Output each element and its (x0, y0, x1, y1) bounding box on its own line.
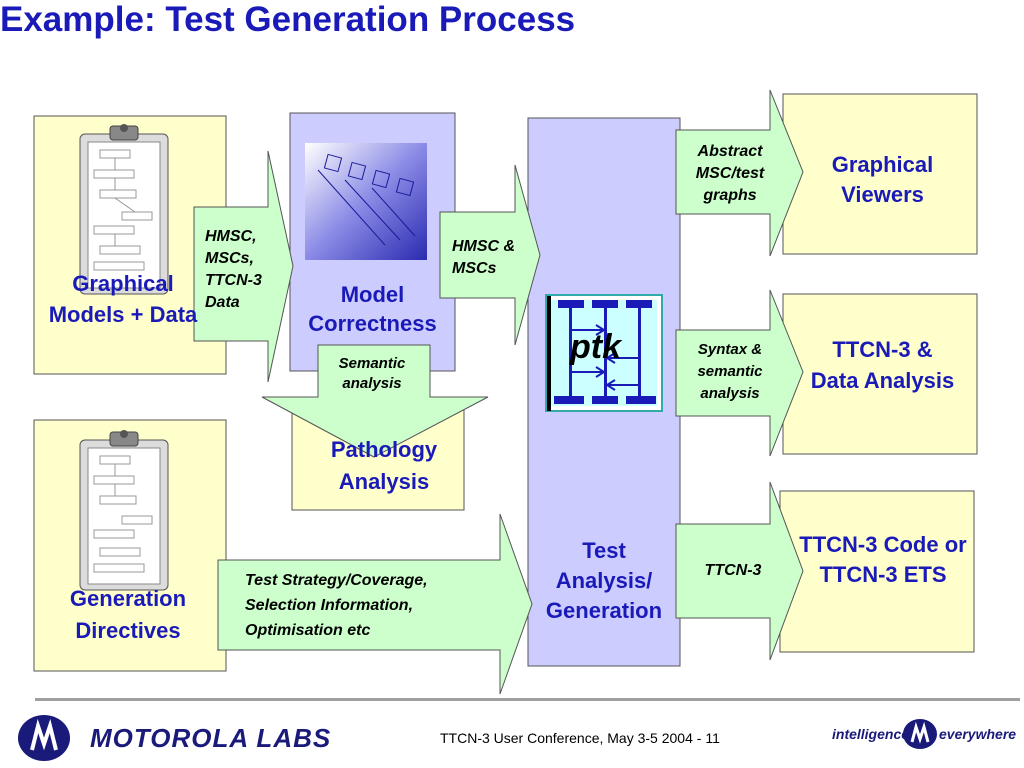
arrow-abstract-msc (675, 89, 804, 257)
ttcn3-data-box (782, 293, 978, 455)
arrow-semantic-label: Semantic analysis (338, 355, 406, 392)
ptk-logo-text: ptk (570, 328, 621, 366)
arrow-abstract-msc-label: Abstract MSC/test graphs (695, 143, 765, 204)
footer-conference: TTCN-3 User Conference, May 3-5 2004 - 1… (440, 730, 720, 746)
model-correctness-label: Model Correctness (308, 282, 437, 336)
ttcn3-code-label: TTCN-3 Code or TTCN-3 ETS (799, 532, 967, 587)
ptk-logo-icon (545, 294, 663, 412)
arrow-syntax-label: Syntax & semantic analysis (697, 341, 763, 402)
arrow-test-strategy-label: Test Strategy/Coverage, Selection Inform… (245, 572, 428, 639)
clipboard-icon (79, 124, 169, 295)
ttcn3-code-box (779, 490, 975, 653)
slogan-everywhere: everywhere (939, 726, 1017, 742)
generation-directives-label: Generation Directives (69, 586, 187, 643)
arrow-test-strategy (217, 513, 533, 695)
pathology-analysis-label: Pathology Analysis (330, 437, 438, 494)
arrow-syntax (675, 289, 804, 457)
graphical-models-label: Graphical Models + Data (48, 271, 198, 327)
graphical-viewers-label: Graphical Viewers (831, 152, 934, 207)
test-analysis-label: Test Analysis/ Generation (545, 538, 663, 623)
arrow-semantic (261, 344, 489, 458)
motorola-labs-brand: MOTOROLA LABS (90, 723, 332, 753)
ttcn3-data-label: TTCN-3 & Data Analysis (810, 337, 955, 393)
page-title: Example: Test Generation Process (0, 0, 576, 39)
footer-divider (35, 698, 1020, 701)
graphical-viewers-box (782, 93, 978, 255)
arrow-hmsc-mscs (439, 164, 541, 346)
arrow-hmsc-ttcn3 (193, 150, 294, 383)
lint-image-icon (305, 143, 427, 260)
arrow-ttcn3 (675, 481, 804, 661)
slogan-intelligence: intelligence (832, 726, 910, 742)
clipboard-icon (79, 430, 169, 591)
arrow-hmsc-mscs-label: HMSC & MSCs (452, 238, 516, 277)
motorola-logo-icon (18, 715, 70, 761)
arrow-hmsc-ttcn3-label: HMSC, MSCs, TTCN-3 Data (205, 228, 262, 311)
arrow-ttcn3-label: TTCN-3 (704, 562, 762, 579)
motorola-logo-icon (903, 719, 937, 749)
